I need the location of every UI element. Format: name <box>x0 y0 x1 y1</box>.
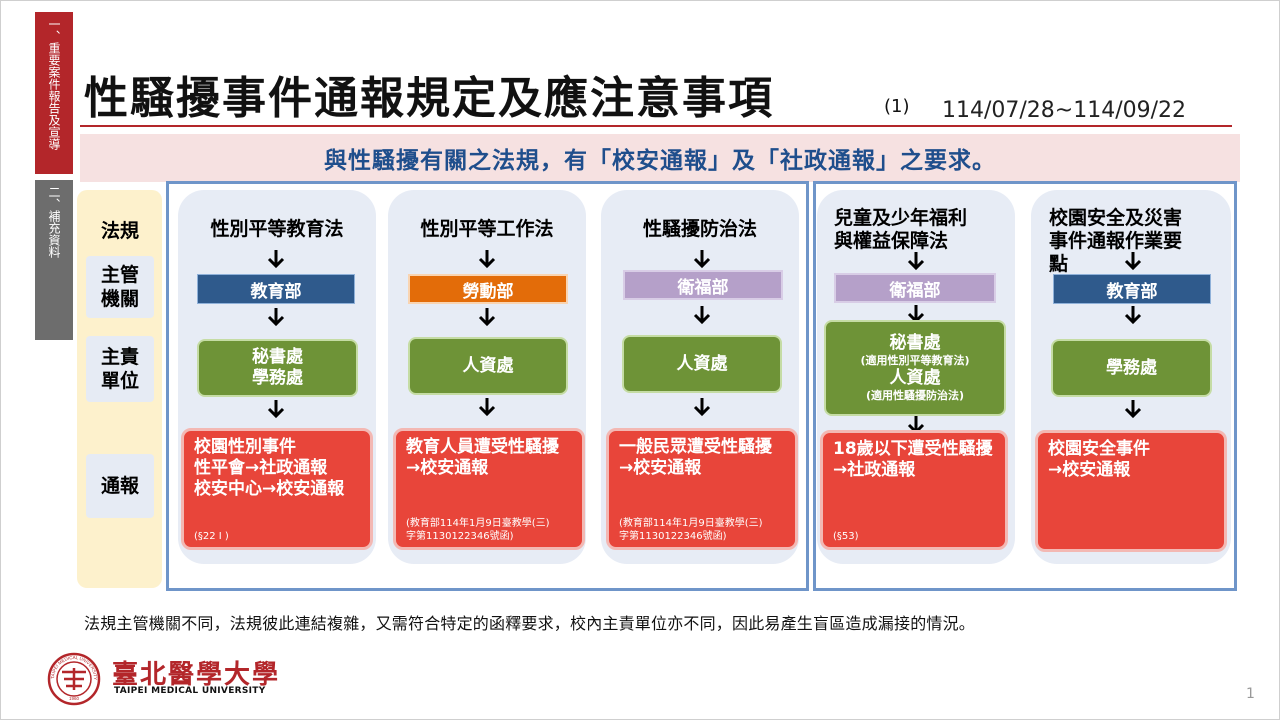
title-suffix: (1) <box>884 96 910 117</box>
law-title: 性別平等工作法 <box>420 218 554 240</box>
page-number: 1 <box>1246 686 1255 702</box>
university-name-en: TAIPEI MEDICAL UNIVERSITY <box>114 686 266 696</box>
responsible-unit-box: 人資處 <box>622 335 782 393</box>
authority-box: 衛福部 <box>834 273 996 303</box>
arrow-down-icon <box>1123 398 1143 420</box>
arrow-down-icon <box>692 396 712 418</box>
report-text: 校園安全事件 →校安通報 <box>1048 439 1150 480</box>
unit-line: 學務處 <box>1106 357 1157 378</box>
unit-line: 人資處 <box>889 368 941 388</box>
law-title: 性別平等教育法 <box>210 218 344 240</box>
side-tab-important-cases[interactable]: 一、重要案件報告及宣導 <box>35 12 73 174</box>
responsible-unit-box: 秘書處 (適用性別平等教育法) 人資處 (適用性騷擾防治法) <box>824 320 1006 416</box>
slide-title: 性騷擾事件通報規定及應注意事項 <box>84 73 774 124</box>
authority-box: 教育部 <box>1053 274 1211 304</box>
arrow-down-icon <box>1123 250 1143 272</box>
arrow-down-icon <box>692 248 712 270</box>
report-box: 一般民眾遭受性騷擾 →校安通報 (教育部114年1月9日臺教學(三) 字第113… <box>606 428 798 550</box>
law-title: 校園安全及災害 事件通報作業要 點 <box>1049 207 1183 275</box>
responsible-unit-box: 人資處 <box>408 337 568 395</box>
report-text: 教育人員遭受性騷擾 →校安通報 <box>406 437 559 478</box>
arrow-down-icon <box>477 306 497 328</box>
legal-reference: (§53) <box>833 531 859 542</box>
authority-box: 勞動部 <box>408 274 568 304</box>
report-box: 校園性別事件 性平會→社政通報 校安中心→校安通報 (§22 I ) <box>181 428 373 550</box>
authority-box: 教育部 <box>197 274 355 304</box>
university-seal-logo: TAIPEI MEDICAL UNIVERSITY 1960 <box>46 652 102 706</box>
side-tab-supplementary[interactable]: 二、補充資料 <box>35 180 73 340</box>
summary-banner: 與性騷擾有關之法規，有「校安通報」及「社政通報」之要求。 <box>80 134 1240 182</box>
arrow-down-icon <box>266 248 286 270</box>
report-box: 18歲以下遭受性騷擾 →社政通報 (§53) <box>820 430 1008 550</box>
social-welfare-group <box>813 181 1237 591</box>
row-label-authority: 主管 機關 <box>86 256 154 318</box>
arrow-down-icon <box>1123 304 1143 326</box>
report-text: 校園性別事件 性平會→社政通報 校安中心→校安通報 <box>194 437 345 499</box>
law-title: 兒童及少年福利 與權益保障法 <box>834 207 968 252</box>
law-title: 性騷擾防治法 <box>642 218 757 240</box>
row-label-law: 法規 <box>100 220 139 242</box>
arrow-down-icon <box>266 398 286 420</box>
unit-note: (適用性騷擾防治法) <box>865 389 965 402</box>
report-box: 校園安全事件 →校安通報 <box>1035 430 1227 552</box>
row-label-unit: 主責 單位 <box>86 336 154 402</box>
date-range: 114/07/28~114/09/22 <box>942 98 1187 123</box>
campus-safety-group <box>166 181 809 591</box>
report-box: 教育人員遭受性騷擾 →校安通報 (教育部114年1月9日臺教學(三) 字第113… <box>393 428 585 550</box>
arrow-down-icon <box>477 248 497 270</box>
authority-box: 衛福部 <box>623 270 783 300</box>
row-label-report: 通報 <box>86 454 154 518</box>
unit-note: (適用性別平等教育法) <box>860 354 970 367</box>
unit-line: 學務處 <box>252 368 303 388</box>
university-name-zh: 臺北醫學大學 <box>112 660 281 690</box>
legal-reference: (§22 I ) <box>194 531 229 542</box>
arrow-down-icon <box>266 306 286 328</box>
unit-line: 秘書處 <box>889 333 941 353</box>
footer-note: 法規主管機關不同，法規彼此連結複雜，又需符合特定的函釋要求，校內主責單位亦不同，… <box>84 614 976 633</box>
report-text: 18歲以下遭受性騷擾 →社政通報 <box>833 439 993 480</box>
arrow-down-icon <box>477 396 497 418</box>
legal-reference: (教育部114年1月9日臺教學(三) 字第1130122346號函) <box>406 518 550 542</box>
legal-reference: (教育部114年1月9日臺教學(三) 字第1130122346號函) <box>619 518 763 542</box>
report-text: 一般民眾遭受性騷擾 →校安通報 <box>619 437 772 478</box>
unit-line: 人資處 <box>462 355 514 376</box>
unit-line: 秘書處 <box>252 347 303 367</box>
responsible-unit-box: 學務處 <box>1051 339 1212 397</box>
title-underline <box>80 125 1232 127</box>
responsible-unit-box: 秘書處 學務處 <box>197 339 358 397</box>
arrow-down-icon <box>906 250 926 272</box>
seal-year: 1960 <box>69 696 80 701</box>
unit-line: 人資處 <box>676 353 728 374</box>
arrow-down-icon <box>692 304 712 326</box>
